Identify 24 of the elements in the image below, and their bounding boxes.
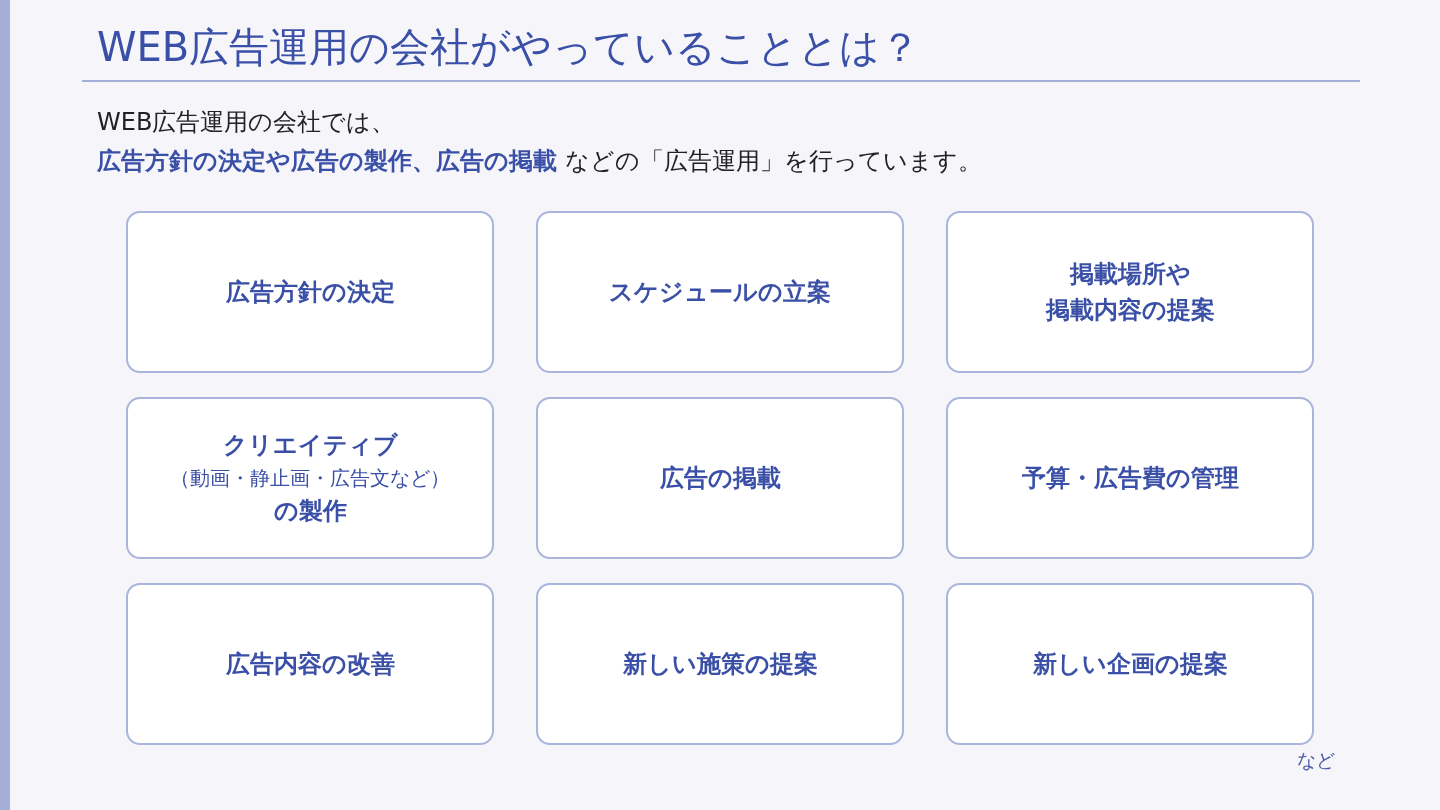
card-label: 広告方針の決定 — [225, 277, 395, 308]
card-label: 新しい企画の提案 — [1032, 649, 1228, 680]
task-card — [126, 211, 494, 373]
intro-text: 広告方針の決定や広告の製作、広告の掲載 などの「広告運用」を行っています。 — [97, 146, 982, 177]
card-label: クリエイティブ — [222, 430, 398, 461]
task-card — [946, 583, 1314, 745]
task-card — [126, 583, 494, 745]
card-label: 掲載場所や掲載内容の提案 — [1045, 259, 1215, 326]
page-title: WEB広告運用の会社がやっていることとは？ — [97, 23, 921, 72]
card-note: （動画・静止画・広告文など） — [170, 465, 450, 492]
footnote-text: など — [1297, 748, 1335, 773]
task-card — [536, 583, 904, 745]
card-label: 広告の掲載 — [659, 463, 781, 494]
task-card — [536, 211, 904, 373]
task-card — [946, 211, 1314, 373]
task-card — [126, 397, 494, 559]
intro-text: WEB広告運用の会社では、 — [97, 107, 396, 138]
card-label: 広告内容の改善 — [225, 649, 395, 680]
card-label: 新しい施策の提案 — [622, 649, 818, 680]
card-label: スケジュールの立案 — [609, 277, 831, 308]
card-label: の製作 — [273, 496, 347, 527]
task-card — [536, 397, 904, 559]
task-card — [946, 397, 1314, 559]
card-label: 予算・広告費の管理 — [1021, 463, 1239, 494]
